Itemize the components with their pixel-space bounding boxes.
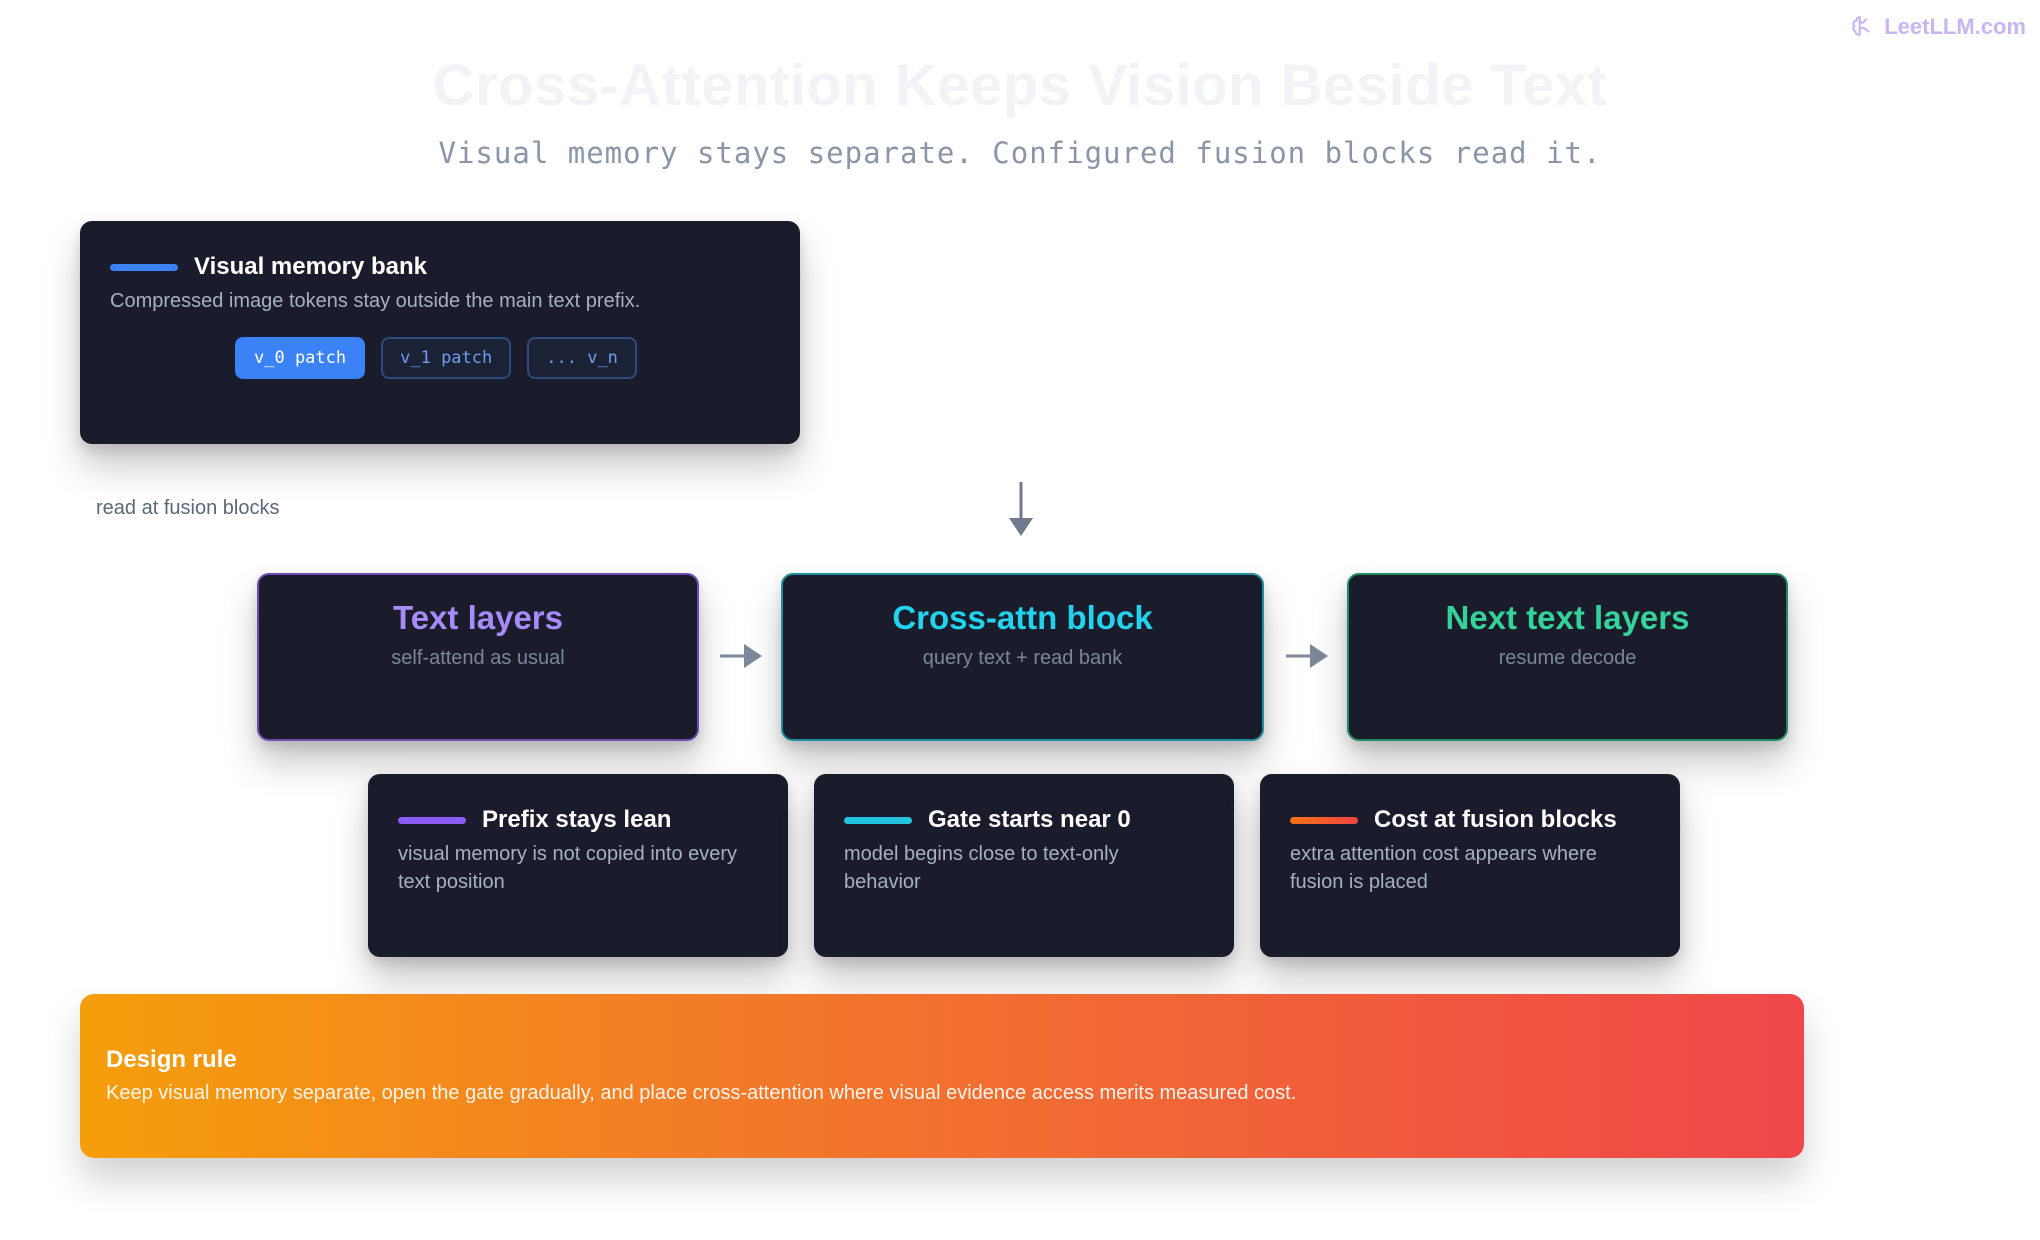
- accent-bar: [1290, 816, 1358, 824]
- page-title: Cross-Attention Keeps Vision Beside Text: [432, 53, 1608, 118]
- flow-subtitle: query text + read bank: [922, 647, 1123, 669]
- token-chip-vn: ... v_n: [527, 337, 637, 379]
- accent-bar: [110, 263, 178, 271]
- token-chip-v1: v_1 patch: [381, 337, 512, 379]
- design-rule-banner: Design rule Keep visual memory separate,…: [80, 994, 1804, 1158]
- page-subtitle: Visual memory stays separate. Configured…: [438, 136, 1602, 170]
- brain-icon: [1852, 16, 1870, 36]
- note-card-gate: Gate starts near 0 model begins close to…: [814, 774, 1234, 957]
- visual-memory-bank-card: Visual memory bank Compressed image toke…: [80, 221, 800, 444]
- accent-bar: [844, 816, 912, 824]
- card-title: Cost at fusion blocks: [1374, 806, 1617, 833]
- card-title: Gate starts near 0: [928, 806, 1131, 833]
- card-description: extra attention cost appears where fusio…: [1290, 843, 1597, 893]
- brand-name: LeetLLM.com: [1884, 14, 2026, 39]
- design-rule-text: Keep visual memory separate, open the ga…: [106, 1082, 1297, 1104]
- token-chips: v_0 patch v_1 patch ... v_n: [235, 337, 637, 379]
- flow-cross-attn-block: Cross-attn block query text + read bank: [781, 573, 1264, 741]
- flow-subtitle: self-attend as usual: [391, 647, 565, 669]
- accent-bar: [398, 816, 466, 824]
- card-description: Compressed image tokens stay outside the…: [110, 290, 641, 312]
- flow-text-layers: Text layers self-attend as usual: [257, 573, 699, 741]
- card-title: Visual memory bank: [194, 253, 427, 280]
- flow-title: Text layers: [393, 599, 563, 636]
- right-arrow-icon: [720, 644, 762, 668]
- note-card-cost: Cost at fusion blocks extra attention co…: [1260, 774, 1680, 957]
- flow-next-text-layers: Next text layers resume decode: [1347, 573, 1788, 741]
- design-rule-title: Design rule: [106, 1046, 237, 1073]
- note-card-prefix: Prefix stays lean visual memory is not c…: [368, 774, 788, 957]
- flow-title: Cross-attn block: [892, 599, 1153, 636]
- read-note-label: read at fusion blocks: [96, 497, 280, 519]
- token-chip-v0: v_0 patch: [235, 337, 366, 379]
- card-description: model begins close to text-only behavior: [844, 843, 1119, 893]
- right-arrow-icon: [1286, 644, 1328, 668]
- flow-subtitle: resume decode: [1498, 647, 1637, 669]
- down-arrow-icon: [1009, 482, 1033, 536]
- card-description: visual memory is not copied into every t…: [398, 843, 738, 893]
- brand-watermark: LeetLLM.com: [1850, 14, 2026, 40]
- flow-title: Next text layers: [1445, 599, 1690, 636]
- card-title: Prefix stays lean: [482, 806, 672, 833]
